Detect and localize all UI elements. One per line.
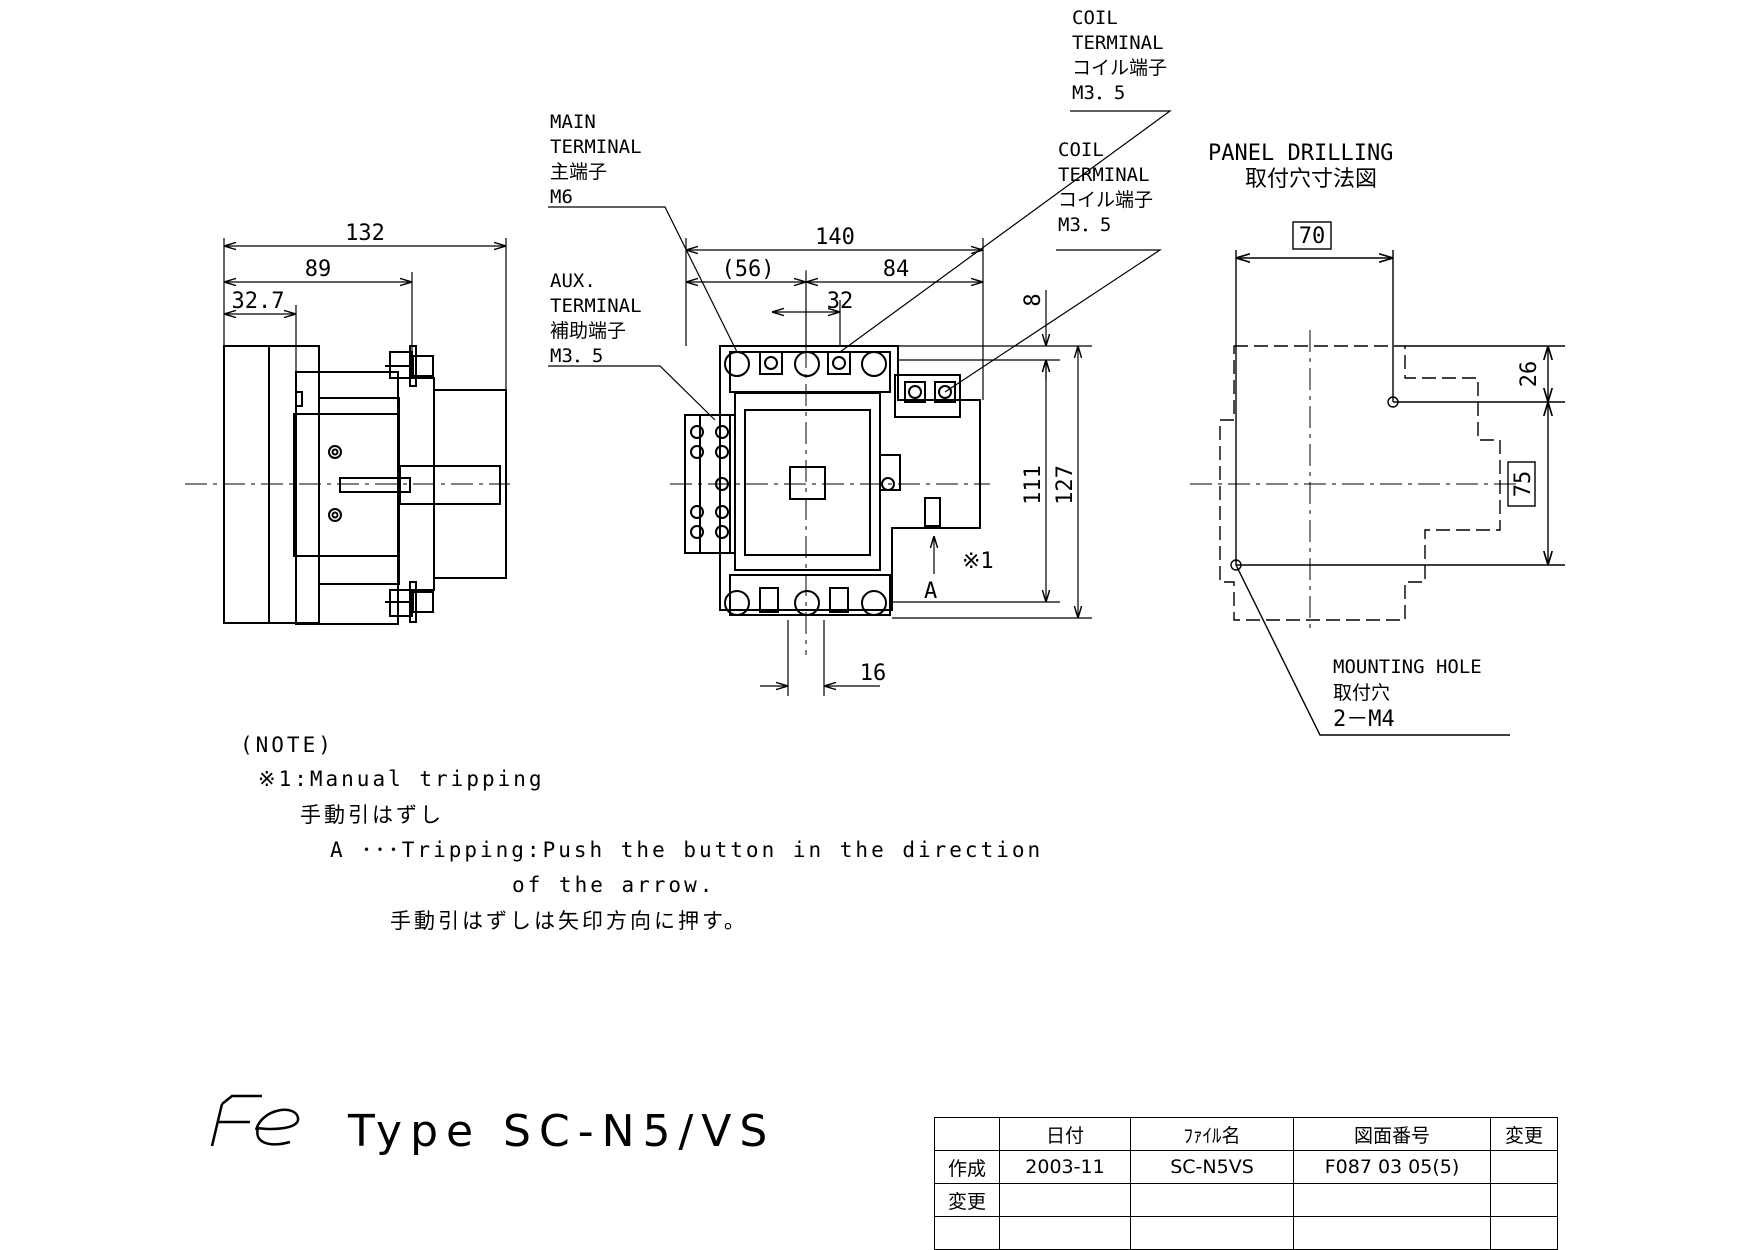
mounting-hole-line1: MOUNTING HOLE [1333, 656, 1482, 678]
aux-terminal-line3: 補助端子 [550, 320, 626, 342]
title-block-row: 変更 [934, 1183, 1558, 1217]
title-block-table: 日付 ﾌｧｲﾙ名 図面番号 変更 作成 2003-11 SC-N5VS F087… [934, 1117, 1558, 1250]
note-header: (NOTE) [240, 733, 334, 757]
mounting-hole-line2: 取付穴 [1333, 682, 1390, 704]
coil-right-line4: M3．5 [1058, 214, 1111, 236]
row-date [999, 1183, 1131, 1217]
row-file [1130, 1183, 1294, 1217]
side-dim-mid: 89 [305, 257, 332, 282]
row-revision [1490, 1150, 1558, 1184]
brand-logo [210, 1094, 300, 1147]
note-line4: of the arrow. [512, 873, 715, 897]
coil-top-line2: TERMINAL [1072, 32, 1164, 54]
side-dim-overall: 132 [345, 221, 385, 246]
main-terminal-line3: 主端子 [550, 161, 607, 183]
manual-trip-mark: ※1 [962, 549, 994, 574]
panel-dim-offset: 26 [1517, 361, 1542, 388]
callout-coil-terminal-top: COIL TERMINAL コイル端子 M3．5 [1072, 7, 1167, 104]
panel-dim-width: 70 [1299, 224, 1326, 249]
title-block-row: 作成 2003-11 SC-N5VS F087 03 05(5) [934, 1150, 1558, 1184]
front-dim-height-inner: 111 [1021, 465, 1046, 505]
callout-coil-terminal-right: COIL TERMINAL コイル端子 M3．5 [1058, 139, 1153, 236]
title-block-header-row: 日付 ﾌｧｲﾙ名 図面番号 変更 [934, 1117, 1558, 1151]
header-cell-revision: 変更 [1490, 1117, 1558, 1151]
callout-main-terminal: MAIN TERMINAL 主端子 M6 [550, 111, 642, 208]
panel-drilling-title: PANEL DRILLING [1208, 141, 1393, 166]
row-date: 2003-11 [999, 1150, 1131, 1184]
front-dim-width: 140 [815, 225, 855, 250]
note-line2: 手動引はずし [300, 803, 444, 827]
note-line1: ※1:Manual tripping [258, 767, 545, 791]
arrow-label: A [924, 579, 937, 604]
front-dim-center: 32 [827, 289, 854, 314]
panel-drilling-subtitle: 取付穴寸法図 [1245, 167, 1377, 192]
callout-leaders [548, 110, 1172, 421]
main-terminal-line1: MAIN [550, 111, 596, 133]
coil-right-line1: COIL [1058, 139, 1104, 161]
aux-terminal-line2: TERMINAL [550, 295, 642, 317]
main-terminal-line2: TERMINAL [550, 136, 642, 158]
row-label [934, 1216, 1000, 1250]
side-view-dimensions [223, 238, 507, 390]
front-dim-right: 84 [883, 257, 910, 282]
row-file: SC-N5VS [1130, 1150, 1294, 1184]
coil-top-line1: COIL [1072, 7, 1118, 29]
main-terminal-line4: M6 [550, 186, 573, 208]
row-drawing-no [1293, 1216, 1491, 1250]
row-revision [1490, 1183, 1558, 1217]
coil-top-line4: M3．5 [1072, 82, 1125, 104]
header-cell-file: ﾌｧｲﾙ名 [1130, 1117, 1294, 1151]
aux-terminal-line4: M3．5 [550, 345, 603, 367]
header-cell [934, 1117, 1000, 1151]
note-line5: 手動引はずしは矢印方向に押す。 [390, 909, 748, 933]
front-dim-bottom: 16 [860, 661, 887, 686]
notes: (NOTE) ※1:Manual tripping 手動引はずし A ･･･Tr… [240, 733, 1043, 933]
front-dim-height-outer: 127 [1053, 465, 1078, 505]
callout-aux-terminal: AUX. TERMINAL 補助端子 M3．5 [550, 270, 642, 367]
row-drawing-no [1293, 1183, 1491, 1217]
coil-right-line3: コイル端子 [1058, 189, 1153, 211]
coil-right-line2: TERMINAL [1058, 164, 1150, 186]
header-cell-drawing-no: 図面番号 [1293, 1117, 1491, 1151]
type-label: Type SC-N5/VS [347, 1106, 775, 1157]
coil-top-line3: コイル端子 [1072, 57, 1167, 79]
row-date [999, 1216, 1131, 1250]
row-drawing-no: F087 03 05(5) [1293, 1150, 1491, 1184]
title-block-row [934, 1216, 1558, 1250]
aux-terminal-line1: AUX. [550, 270, 596, 292]
row-label: 変更 [934, 1183, 1000, 1217]
front-view-dimensions [685, 238, 1092, 696]
mounting-hole-line3: 2－M4 [1333, 707, 1395, 732]
note-line3: A ･･･Tripping:Push the button in the dir… [330, 838, 1043, 862]
side-view [185, 345, 510, 625]
callout-mounting-hole: MOUNTING HOLE 取付穴 2－M4 [1333, 656, 1482, 732]
panel-drilling-outline [1190, 221, 1565, 736]
header-cell-date: 日付 [999, 1117, 1131, 1151]
side-dim-small: 32.7 [232, 289, 285, 314]
front-dim-left: (56) [722, 257, 775, 282]
row-revision [1490, 1216, 1558, 1250]
row-label: 作成 [934, 1150, 1000, 1184]
front-dim-top-offset: 8 [1021, 293, 1046, 306]
front-view [670, 270, 990, 655]
panel-dim-height: 75 [1511, 471, 1536, 498]
row-file [1130, 1216, 1294, 1250]
